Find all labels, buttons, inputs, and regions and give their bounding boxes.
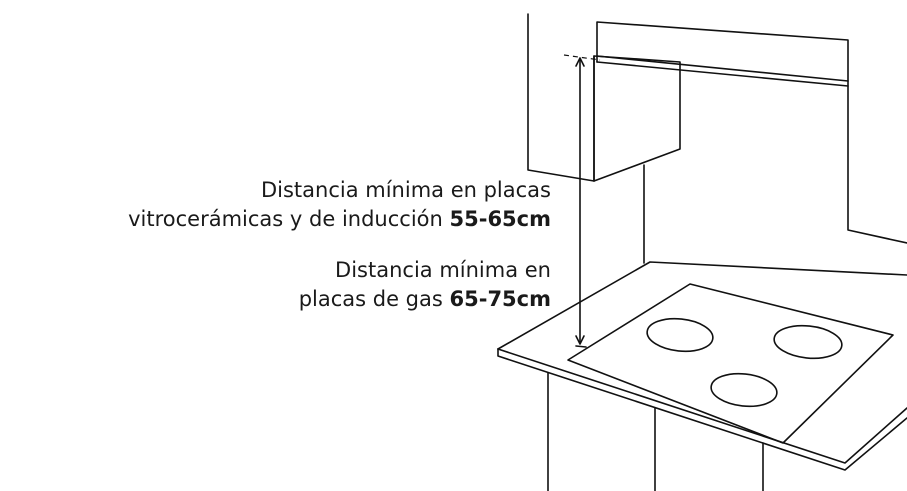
distance-arrow (563, 54, 601, 348)
induction-distance-value: 55-65cm (449, 207, 552, 231)
gas-label-line1: Distancia mínima en (335, 258, 551, 282)
induction-label-text: vitrocerámicas y de inducción (128, 207, 450, 231)
gas-distance-value: 65-75cm (449, 287, 552, 311)
induction-label-line1: Distancia mínima en placas (260, 178, 551, 202)
gas-label-text: placas de gas (298, 287, 450, 311)
gas-distance-label: Distancia mínima en placas de gas 65-75c… (299, 256, 551, 314)
induction-label-line2: vitrocerámicas y de inducción 55-65cm (128, 205, 551, 234)
range-hood (527, 13, 681, 182)
gas-label-line2: placas de gas 65-75cm (299, 285, 551, 314)
base-cabinets (547, 372, 764, 491)
burner-front (710, 372, 778, 408)
induction-distance-label: Distancia mínima en placas vitrocerámica… (128, 176, 551, 234)
wall-cabinet (596, 21, 907, 244)
countertop (497, 261, 907, 471)
burner-back-right (773, 324, 843, 360)
burner-back-left (646, 317, 714, 353)
cooktop (567, 283, 894, 444)
